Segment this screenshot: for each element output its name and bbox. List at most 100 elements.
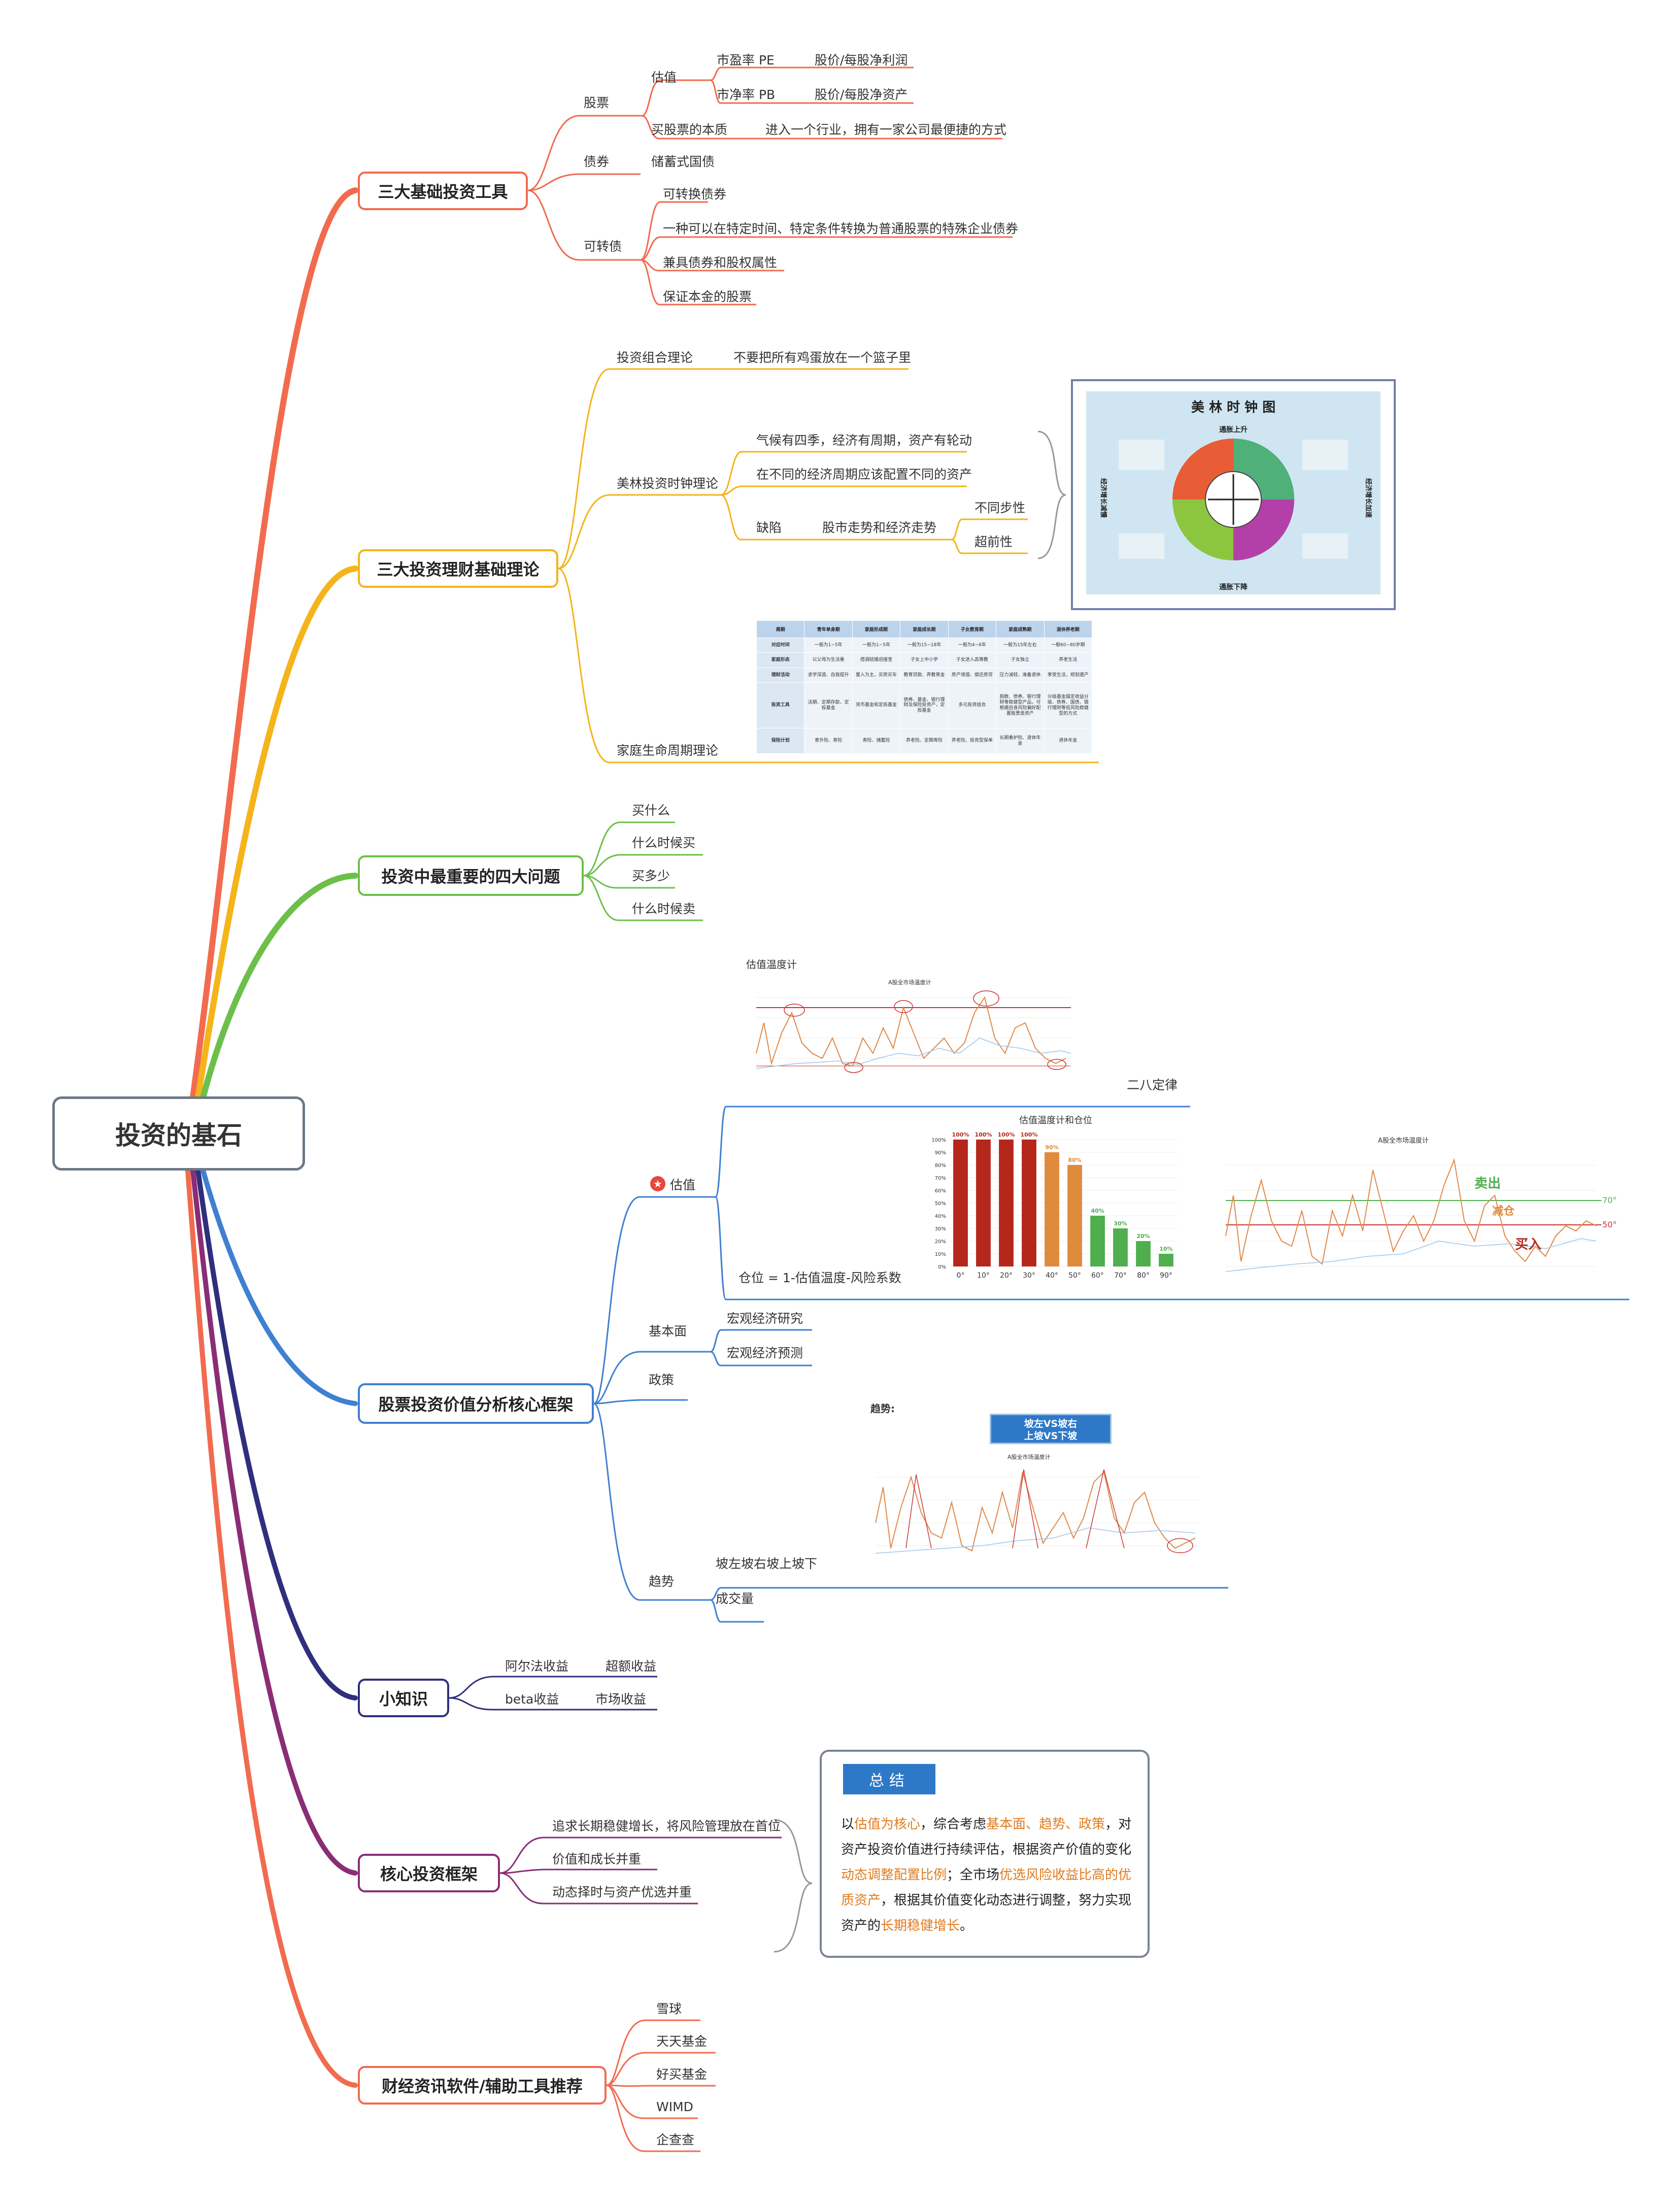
summary-highlight-4: 优选风险收益比高的优质资产 [841,1867,1132,1908]
bar-4 [1045,1152,1059,1266]
branch-basic-tools[interactable]: 三大基础投资工具 [358,172,528,210]
app-2[interactable]: 天天基金 [656,2034,708,2049]
trend-item-1[interactable]: 坡左坡右坡上坡下 [716,1556,818,1571]
summary-box[interactable]: 总结 以估值为核心，综合考虑基本面、趋势、政策，对资产投资价值进行持续评估，根据… [820,1750,1150,1958]
portfolio-theory[interactable]: 投资组合理论 [617,350,693,365]
pb-label[interactable]: 市净率 PB [717,87,776,102]
bar-category-label: 40° [1046,1272,1058,1280]
position-formula[interactable]: 仓位 = 1-估值温度-风险系数 [738,1271,901,1285]
essence-label[interactable]: 买股票的本质 [651,122,728,137]
flaw-item[interactable]: 股市走势和经济走势 [822,520,937,535]
summary-text-2: ，综合考虑 [920,1817,987,1832]
bar-data-label: 100% [952,1131,969,1138]
trend-chart-image[interactable]: A股全市场温度计 [860,1452,1216,1566]
convertible-item-2[interactable]: 一种可以在特定时间、特定条件转换为普通股票的特殊企业债券 [663,221,1019,236]
core-item-1[interactable]: 追求长期稳健增长，将风险管理放在首位 [552,1819,781,1833]
question-4[interactable]: 什么时候卖 [632,902,696,916]
summary-highlight-2: 基本面、趋势、政策 [986,1817,1105,1832]
bar-5 [1067,1165,1082,1266]
policy-node[interactable]: 政策 [649,1373,675,1387]
valuation-label[interactable]: 估值 [651,70,677,85]
question-3[interactable]: 买多少 [632,869,670,883]
temperature-chart-image[interactable]: A股全市场温度计 [736,977,1086,1089]
pareto-label[interactable]: 二八定律 [1127,1078,1178,1092]
core-item-2[interactable]: 价值和成长并重 [552,1852,642,1866]
merrill-point-2[interactable]: 在不同的经济周期应该配置不同的资产 [756,467,972,482]
clock-title: 美 林 时 钟 图 [1191,399,1275,415]
branch-valuation-framework[interactable]: 股票投资价值分析核心框架 [358,1383,594,1424]
convertible-item-1[interactable]: 可转换债券 [663,187,727,202]
portfolio-definition[interactable]: 不要把所有鸡蛋放在一个篮子里 [733,350,912,365]
bar-data-label: 20% [1136,1233,1150,1240]
bar-chart-ytick: 0% [938,1264,946,1270]
bar-chart-ytick: 30% [935,1226,946,1232]
lifecycle-table-image[interactable]: 周期青年单身期家庭形成期家庭成长期子女教育期家庭成熟期退休养老期对应时间一般为1… [756,620,1093,754]
buy-label: 买入 [1515,1237,1541,1252]
app-5[interactable]: 企查查 [656,2132,695,2147]
app-4[interactable]: WIMD [656,2099,693,2114]
app-3[interactable]: 好买基金 [656,2067,708,2082]
bar-category-label: 70° [1114,1272,1127,1280]
branch-theories[interactable]: 三大投资理财基础理论 [358,549,558,588]
flaw-label[interactable]: 缺陷 [756,520,782,535]
branch-core-framework[interactable]: 核心投资框架 [358,1854,500,1892]
stock-label[interactable]: 股票 [584,95,610,110]
trend-node[interactable]: 趋势 [649,1574,675,1589]
macro-research[interactable]: 宏观经济研究 [727,1311,803,1326]
line-70-label: 70° [1602,1195,1617,1205]
app-1[interactable]: 雪球 [656,2001,682,2016]
merrill-clock-image[interactable]: 美 林 时 钟 图 通胀上升 通胀下降 经济增长减慢 经济增长加速 [1071,379,1396,610]
bar-8 [1136,1241,1151,1266]
branch-four-questions[interactable]: 投资中最重要的四大问题 [358,855,584,896]
core-item-3[interactable]: 动态择时与资产优选并重 [552,1885,692,1899]
lifecycle-cell: 一般60~80岁期 [1044,637,1093,653]
bond-label[interactable]: 债券 [584,154,610,169]
merrill-theory[interactable]: 美林投资时钟理论 [617,476,719,491]
convertible-label[interactable]: 可转债 [584,239,622,254]
fundamentals-node[interactable]: 基本面 [649,1324,687,1339]
lifecycle-cell: 养老生活 [1044,652,1093,668]
lifecycle-cell: 一般为15年左右 [996,637,1045,653]
macro-forecast[interactable]: 宏观经济预测 [727,1346,803,1360]
bar-data-label: 80% [1068,1157,1081,1163]
beta-definition[interactable]: 市场收益 [595,1692,647,1707]
bar-1 [976,1140,991,1266]
lifecycle-header-cell: 子女教育期 [948,620,997,638]
bar-chart-ytick: 10% [935,1252,946,1257]
lifecycle-header-cell: 家庭成长期 [900,620,949,638]
lifecycle-header-cell: 退休养老期 [1044,620,1093,638]
pe-label[interactable]: 市盈率 PE [717,53,775,68]
ahead-label[interactable]: 超前性 [975,535,1013,549]
alpha-definition[interactable]: 超额收益 [606,1659,657,1674]
branch-tools-recommend[interactable]: 财经资讯软件/辅助工具推荐 [358,2066,607,2105]
question-2[interactable]: 什么时候买 [632,836,696,850]
lifecycle-cell: 理财活动 [756,667,805,683]
async-label[interactable]: 不同步性 [975,501,1026,515]
summary-text-6: 。 [960,1918,973,1933]
bar-6 [1090,1216,1105,1266]
lifecycle-cell: 养老险、定期寿险 [900,728,949,754]
bar-chart-ytick: 100% [931,1138,946,1143]
lifecycle-cell: 搭调结婚迎接宝 [852,652,901,668]
merrill-point-1[interactable]: 气候有四季，经济有周期，资产有轮动 [756,433,972,448]
lifecycle-theory[interactable]: 家庭生命周期理论 [617,743,719,758]
trend-item-2[interactable]: 成交量 [716,1591,754,1606]
convertible-item-3[interactable]: 兼具债券和股权属性 [663,255,778,270]
lifecycle-cell: 保险计划 [756,728,805,754]
convertible-item-4[interactable]: 保证本金的股票 [663,289,752,304]
branch-tips[interactable]: 小知识 [358,1679,449,1717]
question-1[interactable]: 买什么 [632,803,670,818]
pb-definition[interactable]: 股价/每股净资产 [815,87,908,102]
star-icon: ★ [650,1176,665,1191]
pe-definition[interactable]: 股价/每股净利润 [815,53,908,68]
market-temperature-chart[interactable]: A股全市场温度计 卖出 减仓 买入 70° 50° [1211,1135,1624,1292]
valuation-node[interactable]: 估值 [670,1178,696,1192]
beta-label[interactable]: beta收益 [505,1692,559,1707]
lifecycle-cell: 寿险、储蓄险 [852,728,901,754]
bond-item[interactable]: 储蓄式国债 [651,154,715,169]
essence-definition[interactable]: 进入一个行业，拥有一家公司最便捷的方式 [765,122,1007,137]
alpha-label[interactable]: 阿尔法收益 [505,1659,569,1674]
root-node[interactable]: 投资的基石 [52,1096,305,1171]
summary-highlight-3: 动态调整配置比例 [841,1867,947,1883]
